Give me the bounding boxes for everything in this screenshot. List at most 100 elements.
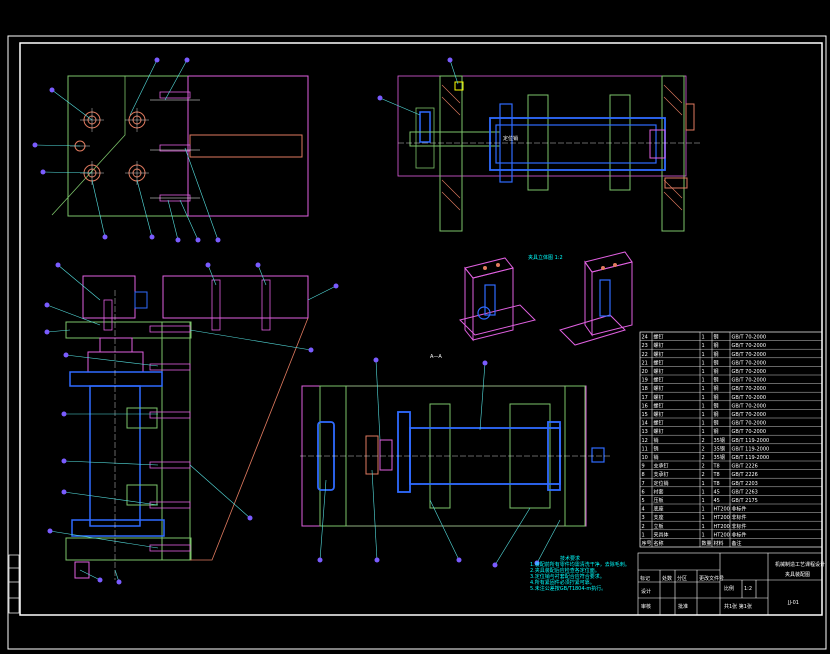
bom-cell: 1 — [702, 360, 705, 366]
outer-frame — [7, 35, 827, 650]
note-line: 1.装配前所有零件均需清洗干净，去除毛刺。 — [530, 561, 630, 568]
section-a-a-view: A—A — [300, 354, 612, 527]
title-block — [637, 552, 823, 616]
bom-cell: 螺钉 — [654, 334, 664, 341]
bom-cell: 12 — [642, 438, 648, 444]
bom-cell: 2 — [702, 438, 705, 444]
bom-cell: 1 — [702, 489, 705, 495]
bom-cell: 螺钉 — [654, 411, 664, 418]
bom-cell: 45 — [714, 498, 720, 504]
bom-cell: 35钢 — [714, 437, 725, 444]
bom-cell: 钢 — [714, 351, 719, 358]
bom-cell: 销 — [654, 437, 659, 444]
bom-cell: 钢 — [714, 428, 719, 435]
bom-cell: GB/T 119-2000 — [732, 455, 770, 461]
bom-cell: GB/T 70-2000 — [732, 395, 767, 401]
bom-cell: 2 — [702, 464, 705, 470]
bom-cell: T8 — [713, 481, 720, 487]
bom-cell: 2 — [702, 472, 705, 478]
bom-cell: 2 — [642, 524, 645, 530]
bom-cell: 3 — [642, 515, 645, 521]
bom-cell: GB/T 70-2000 — [732, 421, 767, 427]
bom-cell: 螺钉 — [654, 359, 664, 366]
bom-cell: 1 — [702, 498, 705, 504]
bom-cell: 1 — [702, 421, 705, 427]
mark-label: 标记 — [640, 575, 650, 582]
bom-cell: 1 — [702, 335, 705, 341]
title-block-text: 机械制造工艺课程设计 夹具装配图 比例 1:2 共1张 第1张 JJ-01 设计… — [640, 561, 825, 610]
bom-cell: 18 — [642, 386, 648, 392]
bom-cell: 24 — [642, 335, 648, 341]
sheet-label: 共1张 第1张 — [724, 603, 752, 610]
bom-cell: 钢 — [714, 377, 719, 384]
scale-value: 1:2 — [744, 586, 752, 592]
bom-cell: 非标件 — [732, 531, 747, 538]
front-view-callout: 定位销 — [503, 135, 518, 142]
bom-cell: 1 — [702, 412, 705, 418]
left-strip — [8, 554, 20, 614]
bom-cell: 立板 — [654, 523, 664, 530]
bom-cell: 1 — [702, 343, 705, 349]
bom-cell: 非标件 — [732, 523, 747, 530]
bom-cell: 10 — [642, 455, 648, 461]
iso-label: 夹具立体图 1:2 — [528, 254, 563, 261]
bom-cell: 衬套 — [654, 488, 664, 495]
bom-cell: 1 — [702, 532, 705, 538]
bom-cell: 16 — [642, 403, 648, 409]
bom-cell: 1 — [702, 395, 705, 401]
bom-cell: 钢 — [714, 394, 719, 401]
bom-cell: 22 — [642, 352, 648, 358]
bom-cell: 13 — [642, 429, 648, 435]
bom-cell: 1 — [702, 507, 705, 513]
bom-cell: 1 — [702, 378, 705, 384]
drawing-title: 夹具装配图 — [785, 571, 810, 578]
bom-frame — [639, 331, 823, 548]
bom-cell: 钢 — [714, 334, 719, 341]
bom-cell: GB/T 70-2000 — [732, 352, 767, 358]
bom-cell: GB/T 70-2000 — [732, 412, 767, 418]
checker-label: 审核 — [641, 603, 651, 610]
section-label: A—A — [430, 354, 442, 360]
bom-cell: 5 — [642, 498, 645, 504]
bom-cell: HT200 — [714, 532, 730, 538]
bom-cell: 2 — [702, 455, 705, 461]
bom-cell: 14 — [642, 421, 648, 427]
bom-cell: GB/T 70-2000 — [732, 403, 767, 409]
bom-cell: GB/T 70-2000 — [732, 360, 767, 366]
bom-cell: 钢 — [714, 420, 719, 427]
iso-right-part — [559, 251, 633, 346]
bottom-left-view — [65, 275, 309, 580]
bom-cell: 钢 — [714, 385, 719, 392]
bom-cell: 螺钉 — [654, 377, 664, 384]
bom-cell: 1 — [702, 352, 705, 358]
bom-cell: 9 — [642, 464, 645, 470]
designer-label: 设计 — [641, 588, 651, 595]
bom-cell: 夹具体 — [654, 531, 669, 538]
bom-cell: 钢 — [714, 342, 719, 349]
bom-cell: 2 — [702, 446, 705, 452]
bom-cell: GB/T 70-2000 — [732, 386, 767, 392]
balloon-markers — [32, 57, 540, 585]
note-line: 2.夹具装配后应检查各定位面。 — [530, 567, 600, 574]
bom-cell: 螺钉 — [654, 402, 664, 409]
bom-cell: 1 — [702, 403, 705, 409]
bom-cell: HT200 — [714, 507, 730, 513]
top-left-view — [51, 75, 309, 217]
bom-header-cell: 材料 — [714, 540, 724, 547]
bom-cell: 1 — [702, 481, 705, 487]
drawing-number: JJ-01 — [787, 600, 799, 606]
bom-cell: HT200 — [714, 515, 730, 521]
bom-cell: T8 — [713, 464, 720, 470]
technical-notes: 技术要求 1.装配前所有零件均需清洗干净，去除毛刺。 2.夹具装配后应检查各定位… — [530, 555, 630, 592]
bom-cell: GB/T 70-2000 — [732, 429, 767, 435]
approve-label: 批准 — [678, 603, 688, 610]
bom-cell: GB/T 2226 — [732, 464, 758, 470]
bom-cell: 1 — [642, 532, 645, 538]
bom-cell: 1 — [702, 386, 705, 392]
bom-cell: GB/T 70-2000 — [732, 369, 767, 375]
mark-label: 处数 — [662, 575, 672, 582]
bom-cell: 35钢 — [714, 454, 725, 461]
bom-cell: GB/T 119-2000 — [732, 438, 770, 444]
